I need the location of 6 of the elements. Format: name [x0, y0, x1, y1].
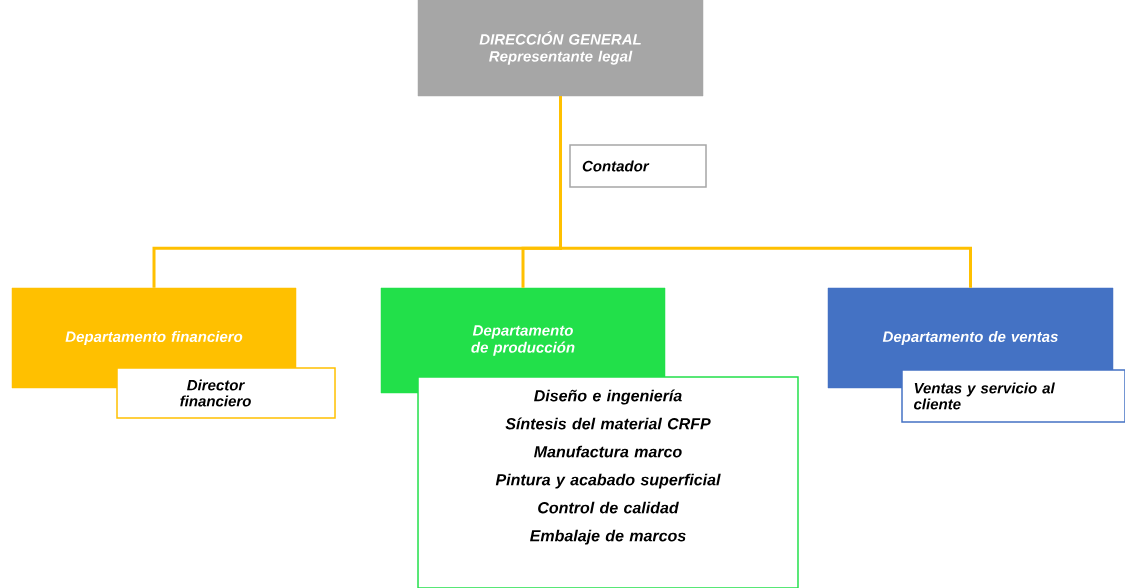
task-list-box: Diseño e ingeniería Síntesis del material CRFP Manufactura marco Pintura y acabado superficial Control de calidad Embalaje de marcos — [417, 376, 799, 588]
role-box: Director financiero — [116, 367, 336, 419]
connector — [559, 96, 972, 288]
title-box: DIRECCIÓN GENERAL Representante legal — [417, 0, 704, 97]
role-box: Contador — [569, 144, 707, 188]
role-box: Ventas y servicio al cliente — [901, 369, 1125, 423]
